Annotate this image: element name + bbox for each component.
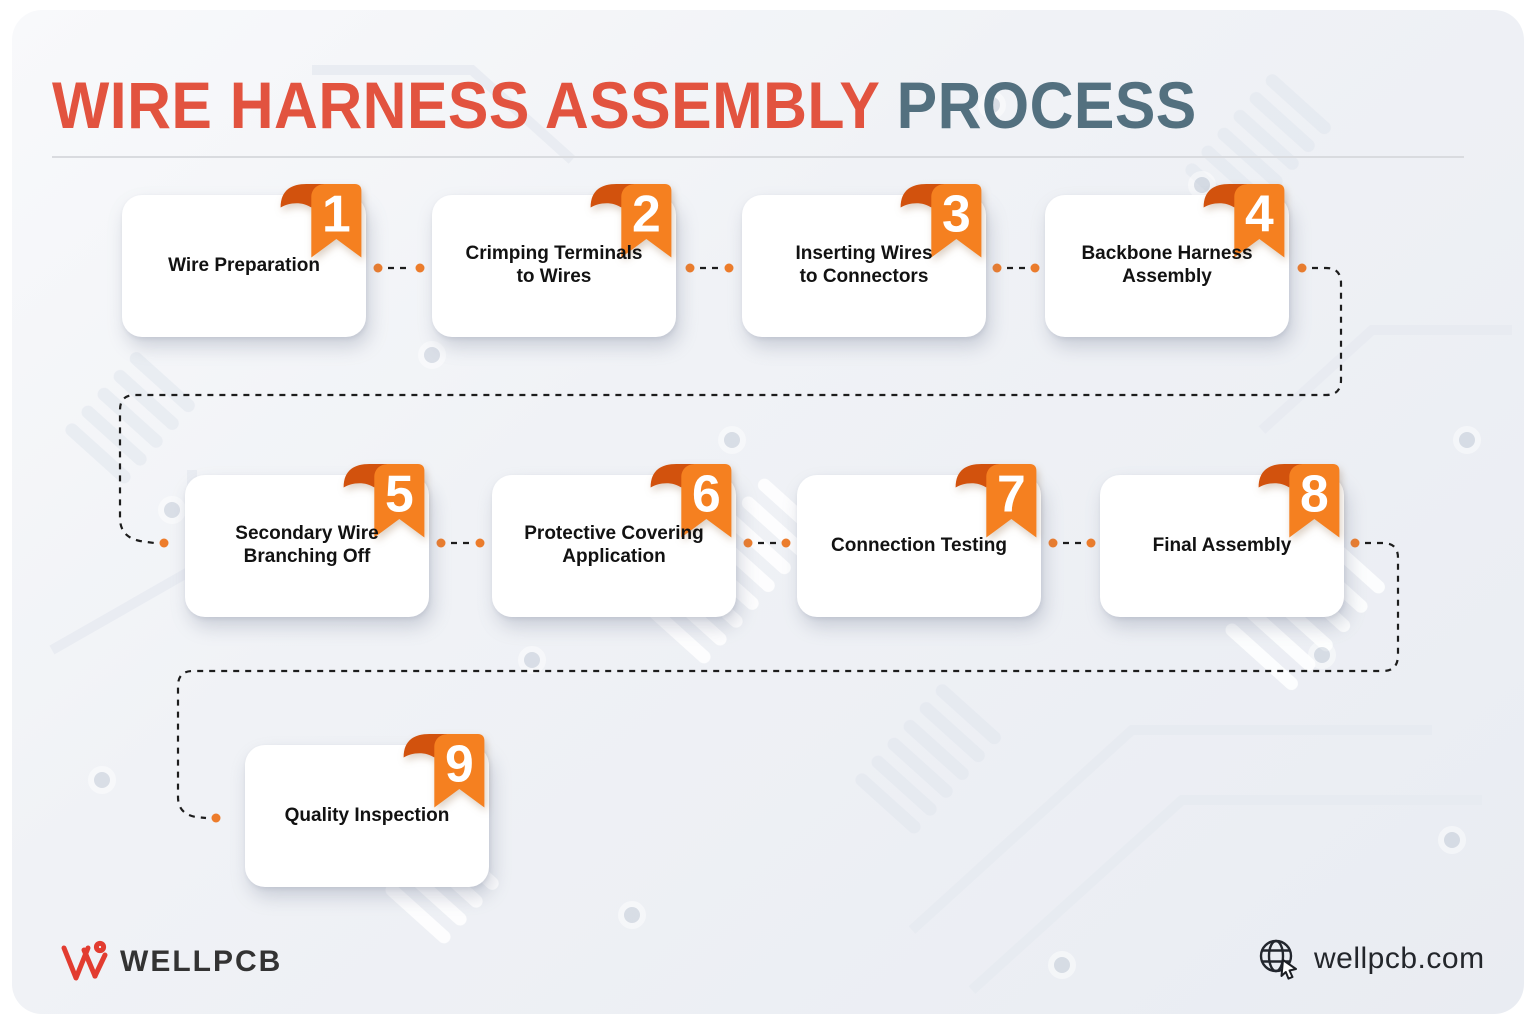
step-number: 3 xyxy=(942,185,971,243)
step-ribbon-9: 9 xyxy=(402,731,486,813)
ribbon-fold xyxy=(900,184,953,208)
globe-cursor-icon xyxy=(1259,939,1297,980)
step-ribbon-8: 8 xyxy=(1257,461,1341,543)
ribbon-banner xyxy=(986,464,1037,538)
ribbon-fold xyxy=(343,464,396,488)
ribbon-banner xyxy=(1289,464,1340,538)
step-number: 8 xyxy=(1300,465,1329,523)
step-label: Quality Inspection xyxy=(284,804,450,826)
page-title-primary: WIRE HARNESS ASSEMBLY xyxy=(52,68,880,142)
step-label: Backbone Harness Assembly xyxy=(1081,243,1253,287)
page-title-secondary: PROCESS xyxy=(896,68,1197,142)
ribbon-banner xyxy=(311,184,362,258)
step-card-2: 2 Crimping Terminals to Wires xyxy=(432,184,676,337)
ribbon-fold xyxy=(403,734,456,758)
ribbon-fold xyxy=(1258,464,1311,488)
page-title: WIRE HARNESS ASSEMBLY PROCESS xyxy=(52,72,1197,138)
ribbon-fold xyxy=(280,184,333,208)
step-card-8: 8 Final Assembly xyxy=(1100,464,1344,617)
step-number: 5 xyxy=(385,465,414,523)
step-ribbon-2: 2 xyxy=(589,181,673,263)
step-ribbon-4: 4 xyxy=(1202,181,1286,263)
step-ribbon-1: 1 xyxy=(279,181,363,263)
step-card-6: 6 Protective Covering Application xyxy=(492,464,736,617)
step-card-5: 5 Secondary Wire Branching Off xyxy=(185,464,429,617)
step-number: 7 xyxy=(997,465,1026,523)
step-label: Inserting Wires to Connectors xyxy=(795,243,933,287)
step-label: Protective Covering Application xyxy=(524,523,704,567)
step-number: 6 xyxy=(692,465,721,523)
ribbon-fold xyxy=(1203,184,1256,208)
title-divider xyxy=(52,156,1464,158)
ribbon-banner xyxy=(434,734,485,808)
step-label: Secondary Wire Branching Off xyxy=(235,523,379,567)
step-card-7: 7 Connection Testing xyxy=(797,464,1041,617)
step-label: Final Assembly xyxy=(1152,534,1292,556)
website-link: wellpcb.com xyxy=(1256,936,1485,982)
wellpcb-logo-icon xyxy=(61,940,108,981)
ribbon-fold xyxy=(590,184,643,208)
step-ribbon-6: 6 xyxy=(649,461,733,543)
website-url: wellpcb.com xyxy=(1314,942,1485,975)
step-ribbon-7: 7 xyxy=(954,461,1038,543)
step-number: 2 xyxy=(632,185,661,243)
step-label: Crimping Terminals to Wires xyxy=(465,243,643,287)
step-number: 1 xyxy=(322,185,351,243)
step-label: Connection Testing xyxy=(831,534,1007,556)
step-number: 9 xyxy=(445,735,474,793)
ribbon-banner xyxy=(1234,184,1285,258)
step-label: Wire Preparation xyxy=(168,254,320,276)
step-ribbon-3: 3 xyxy=(899,181,983,263)
ribbon-fold xyxy=(650,464,703,488)
ribbon-banner xyxy=(681,464,732,538)
step-card-9: 9 Quality Inspection xyxy=(245,734,489,887)
step-card-3: 3 Inserting Wires to Connectors xyxy=(742,184,986,337)
step-card-4: 4 Backbone Harness Assembly xyxy=(1045,184,1289,337)
ribbon-banner xyxy=(374,464,425,538)
step-ribbon-5: 5 xyxy=(342,461,426,543)
step-number: 4 xyxy=(1245,185,1274,243)
brand-name: WELLPCB xyxy=(120,945,283,978)
brand-logo: WELLPCB xyxy=(58,936,282,988)
ribbon-fold xyxy=(955,464,1008,488)
ribbon-banner xyxy=(931,184,982,258)
step-card-1: 1 Wire Preparation xyxy=(122,184,366,337)
ribbon-banner xyxy=(621,184,672,258)
